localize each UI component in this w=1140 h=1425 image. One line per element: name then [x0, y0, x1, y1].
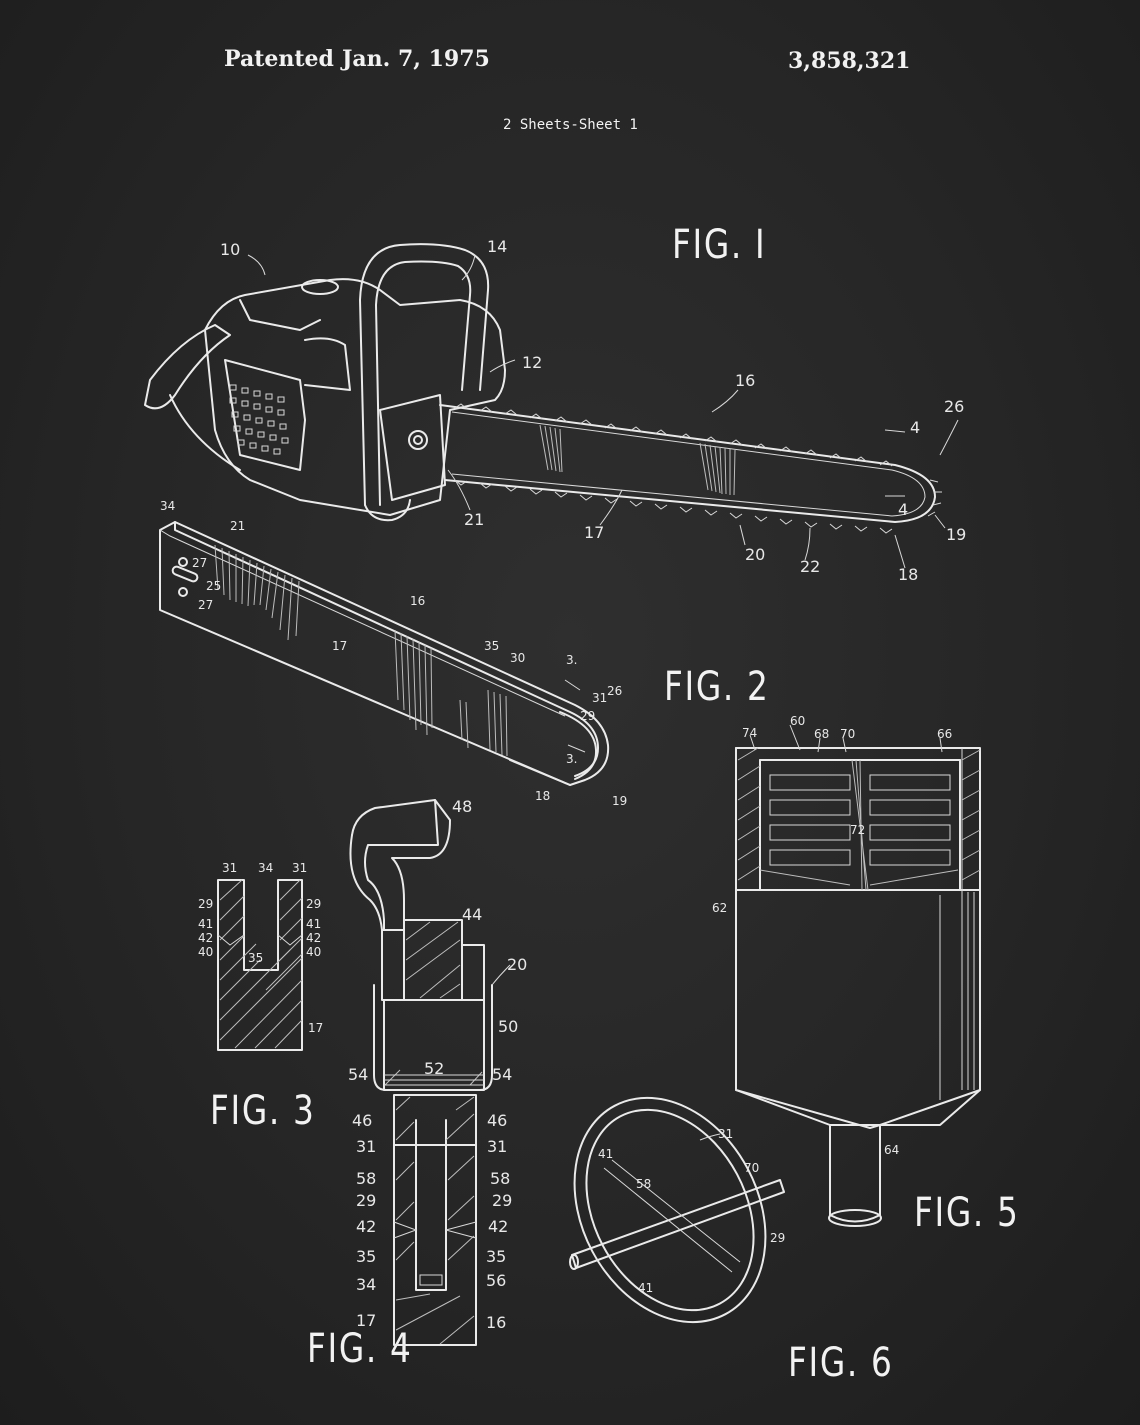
svg-text:54: 54: [348, 1065, 368, 1084]
svg-text:41: 41: [198, 917, 213, 931]
svg-text:26: 26: [944, 397, 964, 416]
svg-text:35: 35: [248, 951, 263, 965]
svg-text:31: 31: [592, 691, 607, 705]
fig-3-cross-section: 31 34 31 29 29 41 41 42 42 40 40 35 17: [198, 861, 323, 1051]
svg-text:44: 44: [462, 905, 482, 924]
svg-text:29: 29: [580, 709, 595, 723]
svg-text:27: 27: [192, 556, 207, 570]
fig-5-label: FIG. 5: [914, 1190, 1020, 1236]
svg-text:18: 18: [535, 789, 550, 803]
svg-text:50: 50: [498, 1017, 518, 1036]
svg-text:34: 34: [356, 1275, 376, 1294]
svg-text:42: 42: [306, 931, 321, 945]
svg-text:74: 74: [742, 726, 757, 740]
svg-text:31: 31: [292, 861, 307, 875]
svg-text:41: 41: [306, 917, 321, 931]
svg-text:46: 46: [487, 1111, 507, 1130]
svg-text:62: 62: [712, 901, 727, 915]
svg-text:4: 4: [898, 500, 908, 519]
svg-text:21: 21: [464, 510, 484, 529]
svg-text:42: 42: [356, 1217, 376, 1236]
svg-text:56: 56: [486, 1271, 506, 1290]
sheet-note: 2 Sheets-Sheet 1: [503, 117, 638, 133]
svg-text:35: 35: [484, 639, 499, 653]
svg-text:70: 70: [744, 1161, 759, 1175]
fig-3-label: FIG. 3: [210, 1088, 316, 1134]
svg-text:22: 22: [800, 557, 820, 576]
svg-text:41: 41: [638, 1281, 653, 1295]
svg-text:31: 31: [356, 1137, 376, 1156]
svg-text:17: 17: [356, 1311, 376, 1330]
svg-text:29: 29: [492, 1191, 512, 1210]
svg-text:66: 66: [937, 727, 952, 741]
svg-text:29: 29: [306, 897, 321, 911]
svg-text:31: 31: [487, 1137, 507, 1156]
fig-2-label: FIG. 2: [664, 664, 770, 710]
svg-text:64: 64: [884, 1143, 899, 1157]
svg-text:31: 31: [222, 861, 237, 875]
svg-text:17: 17: [584, 523, 604, 542]
svg-text:10: 10: [220, 240, 240, 259]
fig-2-guide-bar: 34 21 27 25 27 16 17 35 30 3. 26 31 29 3…: [159, 499, 627, 808]
svg-text:54: 54: [492, 1065, 512, 1084]
svg-text:68: 68: [814, 727, 829, 741]
svg-text:14: 14: [487, 237, 507, 256]
patent-date: Jan. 7, 1975: [342, 46, 490, 72]
fig-5-cutter-tool: 60 74 68 70 66 72 62 64: [712, 714, 981, 1227]
svg-text:3.: 3.: [566, 653, 577, 667]
svg-text:35: 35: [356, 1247, 376, 1266]
fig-4-chain-section: 48 44 20 50 54 54 52 46 46 31 31 58 58 2…: [348, 797, 527, 1346]
svg-text:41: 41: [598, 1147, 613, 1161]
svg-text:12: 12: [522, 353, 542, 372]
svg-text:48: 48: [452, 797, 472, 816]
svg-text:18: 18: [898, 565, 918, 584]
svg-text:42: 42: [198, 931, 213, 945]
svg-text:3.: 3.: [566, 752, 577, 766]
svg-text:29: 29: [198, 897, 213, 911]
svg-text:34: 34: [258, 861, 273, 875]
svg-text:29: 29: [770, 1231, 785, 1245]
svg-text:16: 16: [486, 1313, 506, 1332]
svg-text:4: 4: [910, 418, 920, 437]
svg-text:16: 16: [410, 594, 425, 608]
svg-text:58: 58: [636, 1177, 651, 1191]
svg-text:40: 40: [198, 945, 213, 959]
svg-text:30: 30: [510, 651, 525, 665]
svg-text:21: 21: [230, 519, 245, 533]
svg-text:60: 60: [790, 714, 805, 728]
svg-text:72: 72: [850, 823, 865, 837]
svg-text:58: 58: [490, 1169, 510, 1188]
fig-6-label: FIG. 6: [788, 1340, 894, 1386]
svg-text:25: 25: [206, 579, 221, 593]
svg-text:46: 46: [352, 1111, 372, 1130]
fig-6-ring-assembly: 31 41 58 70 29 41: [569, 1096, 785, 1324]
svg-text:35: 35: [486, 1247, 506, 1266]
svg-text:29: 29: [356, 1191, 376, 1210]
svg-text:16: 16: [735, 371, 755, 390]
patent-number: 3,858,321: [788, 48, 911, 74]
svg-text:70: 70: [840, 727, 855, 741]
svg-text:17: 17: [308, 1021, 323, 1035]
svg-text:42: 42: [488, 1217, 508, 1236]
svg-text:34: 34: [160, 499, 175, 513]
fig-1-label: FIG. I: [672, 222, 767, 268]
svg-text:20: 20: [507, 955, 527, 974]
svg-text:19: 19: [946, 525, 966, 544]
svg-text:40: 40: [306, 945, 321, 959]
svg-text:27: 27: [198, 598, 213, 612]
svg-text:19: 19: [612, 794, 627, 808]
svg-text:31: 31: [718, 1127, 733, 1141]
fig-1-chainsaw: 10 14 12 16 26 4 4 21 17 20 22 18 19: [144, 237, 966, 584]
svg-text:17: 17: [332, 639, 347, 653]
svg-text:58: 58: [356, 1169, 376, 1188]
svg-text:20: 20: [745, 545, 765, 564]
svg-text:26: 26: [607, 684, 622, 698]
patented-label: Patented: [224, 46, 334, 72]
svg-text:52: 52: [424, 1059, 444, 1078]
